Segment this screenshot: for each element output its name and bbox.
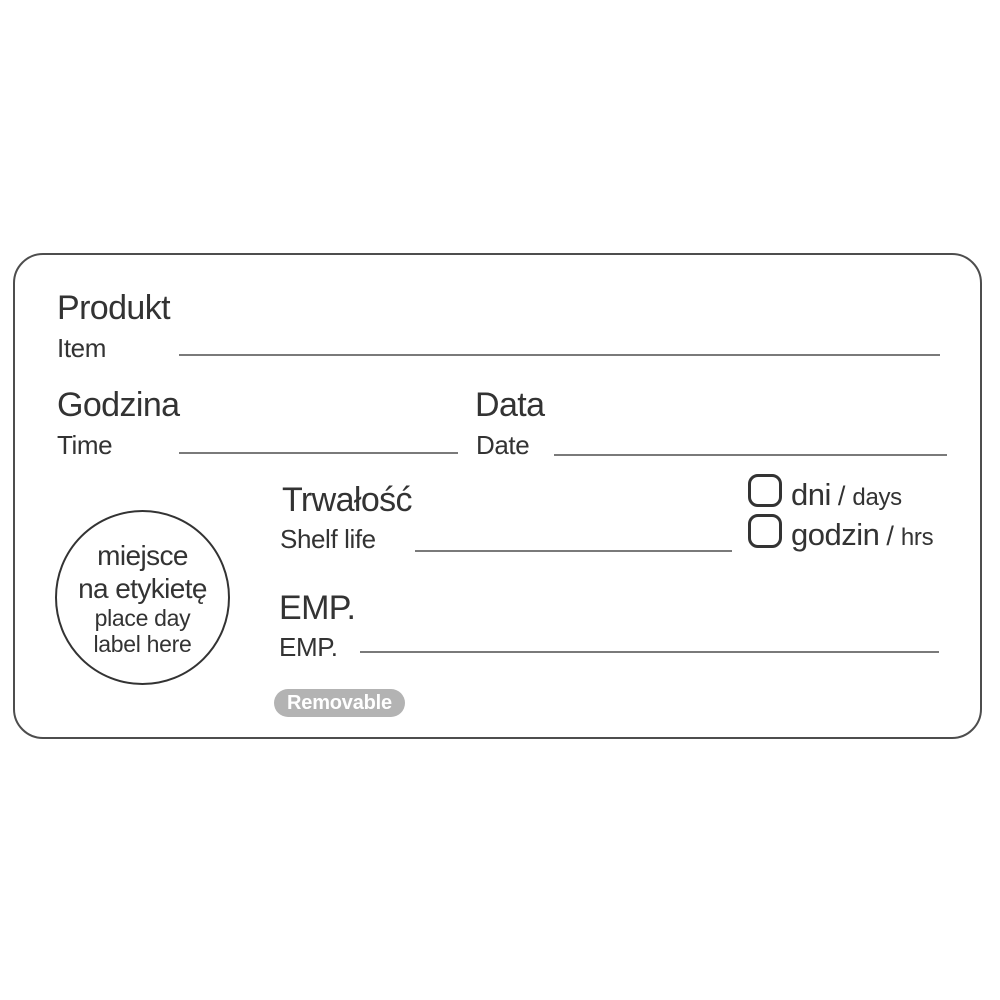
day-spot-text-en-line2: label here — [93, 630, 192, 657]
product-label-pl: Produkt — [57, 289, 171, 327]
unit-godzin-separator: / — [886, 521, 894, 551]
dni-checkbox[interactable] — [748, 474, 782, 507]
date-label-pl: Data — [475, 386, 545, 424]
removable-badge-text: Removable — [287, 691, 392, 714]
emp-input-line[interactable] — [360, 651, 939, 654]
time-label-en: Time — [57, 430, 113, 460]
shelf-life-label-en: Shelf life — [280, 524, 376, 554]
food-rotation-label: Produkt Item Godzina Time Data Date miej… — [13, 253, 982, 739]
day-spot-text-en-line1: place day — [94, 604, 191, 631]
date-input-line[interactable] — [554, 454, 947, 457]
product-input-line[interactable] — [179, 354, 940, 357]
shelf-life-input-line[interactable] — [415, 550, 732, 553]
time-label-pl: Godzina — [57, 386, 180, 424]
emp-label-en: EMP. — [279, 632, 338, 662]
day-label-placement-circle: miejsce na etykietę place day label here — [55, 510, 230, 685]
removable-badge: Removable — [274, 689, 405, 717]
time-input-line[interactable] — [179, 452, 458, 455]
unit-godzin-label-en: hrs — [900, 524, 934, 551]
unit-dni-label-pl: dni — [791, 477, 831, 512]
emp-label-pl: EMP. — [279, 589, 356, 627]
date-label-en: Date — [476, 430, 530, 460]
unit-dni-label-en: days — [852, 484, 902, 511]
godzin-checkbox[interactable] — [748, 514, 782, 548]
unit-dni-separator: / — [837, 481, 846, 511]
day-spot-text-pl-line1: miejsce — [97, 539, 188, 571]
product-label-en: Item — [57, 333, 106, 363]
unit-godzin-label-pl: godzin — [791, 517, 880, 552]
day-spot-text-pl-line2: na etykietę — [78, 572, 207, 604]
shelf-life-label-pl: Trwałość — [282, 481, 413, 519]
